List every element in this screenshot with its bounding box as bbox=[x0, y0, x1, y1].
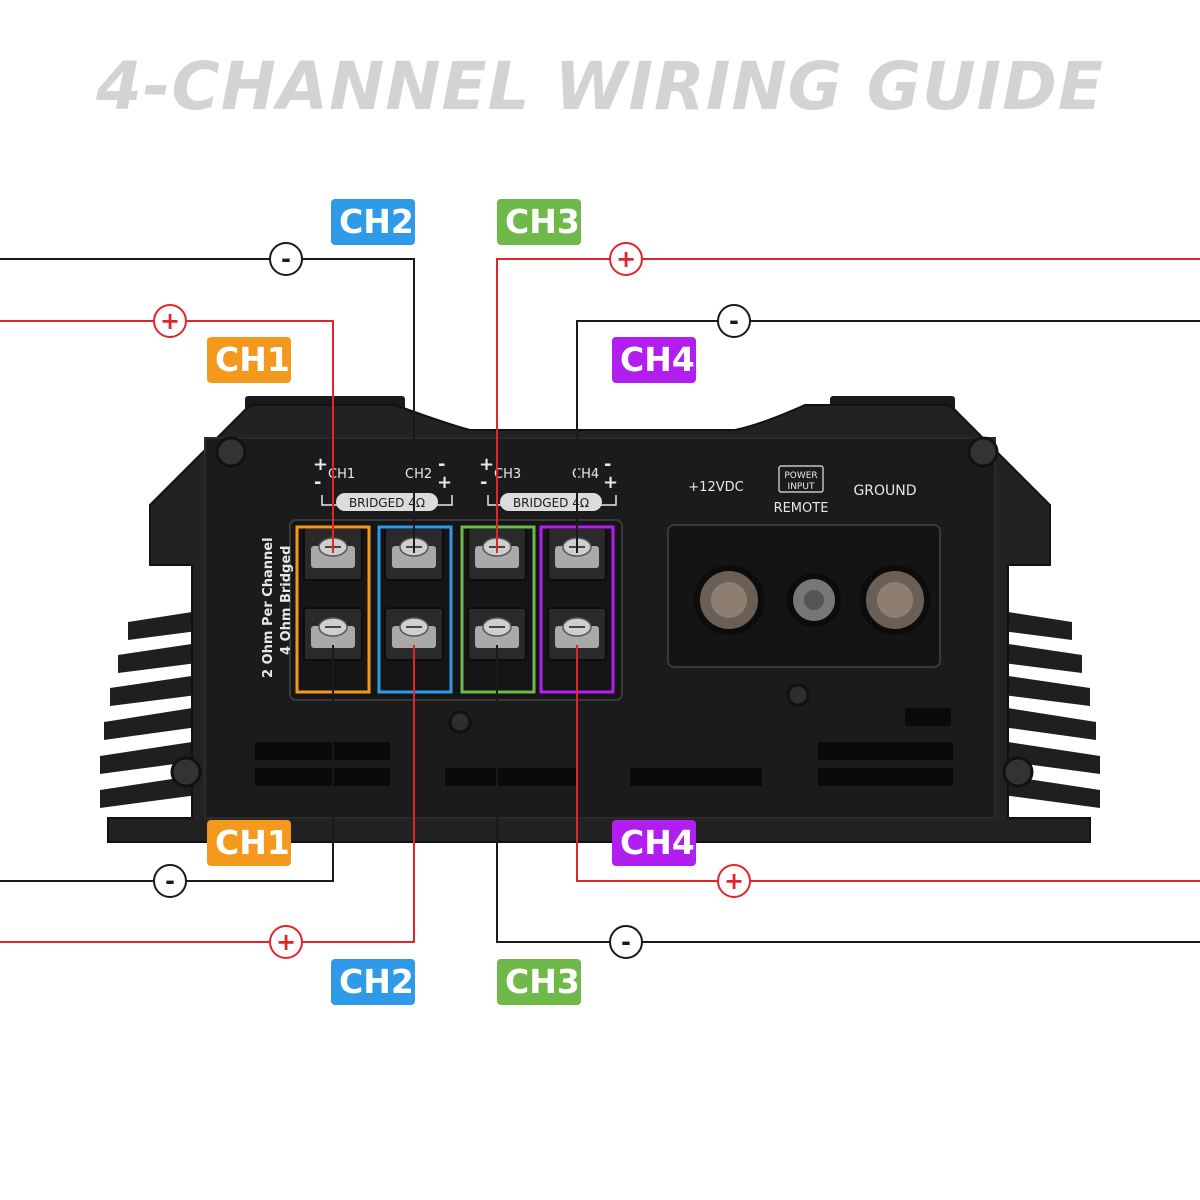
polarity-markers: -++--++- bbox=[153, 242, 751, 959]
marker-symbol: + bbox=[724, 867, 744, 895]
speaker-terminals bbox=[303, 527, 607, 661]
amp-minus-ch1: - bbox=[314, 472, 321, 493]
tag-ch4-bottom: CH4 bbox=[612, 820, 696, 866]
marker-circle bbox=[717, 304, 751, 338]
marker-ch2-positive: + bbox=[269, 925, 303, 959]
tag-ch4-top: CH4 bbox=[612, 337, 696, 383]
wire-ch4-positive bbox=[576, 645, 1200, 882]
marker-circle bbox=[717, 864, 751, 898]
marker-ch1-negative: - bbox=[153, 864, 187, 898]
marker-ch1-positive: + bbox=[153, 304, 187, 338]
wire-ch1-negative bbox=[0, 645, 334, 882]
terminal-ch3-top bbox=[467, 527, 527, 581]
wire-ch4-negative bbox=[576, 320, 1200, 553]
wire-ch2-negative bbox=[0, 258, 415, 553]
wire-ch3-negative bbox=[496, 645, 1200, 943]
amp-label-12vdc: +12VDC bbox=[688, 480, 743, 495]
marker-symbol: + bbox=[276, 928, 296, 956]
amp-minus-ch2: - bbox=[438, 454, 445, 475]
wire-ch1-positive bbox=[0, 320, 334, 553]
tag-ch1-top: CH1 bbox=[207, 337, 291, 383]
marker-ch3-negative: - bbox=[609, 925, 643, 959]
amp-impedance-line2: 4 Ohm Bridged bbox=[279, 546, 294, 655]
terminal-ch4-bottom bbox=[547, 607, 607, 661]
terminal-ch3-bottom bbox=[467, 607, 527, 661]
marker-symbol: - bbox=[165, 867, 175, 895]
amp-plus-ch2: + bbox=[437, 472, 452, 493]
amp-bridged-left: BRIDGED 4Ω bbox=[349, 496, 425, 510]
right-heatsink-fins bbox=[995, 610, 1100, 808]
marker-ch4-negative: - bbox=[717, 304, 751, 338]
amp-label-ch3: CH3 bbox=[494, 467, 521, 482]
terminal-ch2-bottom bbox=[384, 607, 444, 661]
amp-minus-ch4: - bbox=[604, 454, 611, 475]
marker-symbol: + bbox=[160, 307, 180, 335]
amp-impedance-line1: 2 Ohm Per Channel bbox=[261, 537, 276, 678]
marker-circle bbox=[153, 304, 187, 338]
speaker-wires bbox=[0, 258, 1200, 943]
amp-plus-ch1: + bbox=[313, 454, 328, 475]
amp-plus-ch4: + bbox=[603, 472, 618, 493]
vent-slots bbox=[255, 708, 953, 786]
marker-symbol: - bbox=[729, 307, 739, 335]
amp-label-ch4: CH4 bbox=[572, 467, 599, 482]
terminal-ch4-top bbox=[547, 527, 607, 581]
marker-symbol: - bbox=[621, 928, 631, 956]
amp-label-input: INPUT bbox=[788, 482, 815, 492]
tag-ch2-bottom: CH2 bbox=[331, 959, 415, 1005]
amp-bridged-right: BRIDGED 4Ω bbox=[513, 496, 589, 510]
marker-circle bbox=[269, 925, 303, 959]
amp-minus-ch3: - bbox=[480, 472, 487, 493]
amp-label-remote: REMOTE bbox=[774, 501, 829, 516]
tag-ch1-bottom: CH1 bbox=[207, 820, 291, 866]
amp-label-ground: GROUND bbox=[853, 483, 916, 499]
speaker-terminal-block bbox=[289, 519, 623, 701]
marker-circle bbox=[269, 242, 303, 276]
amp-plus-ch3: + bbox=[479, 454, 494, 475]
terminal-ch1-bottom bbox=[303, 607, 363, 661]
marker-circle bbox=[609, 242, 643, 276]
wire-ch3-positive bbox=[496, 258, 1200, 553]
marker-circle bbox=[153, 864, 187, 898]
marker-ch3-positive: + bbox=[609, 242, 643, 276]
tag-ch3-bottom: CH3 bbox=[497, 959, 581, 1005]
marker-symbol: - bbox=[281, 245, 291, 273]
tag-ch3-top: CH3 bbox=[497, 199, 581, 245]
chassis-screws bbox=[170, 436, 1034, 788]
marker-circle bbox=[609, 925, 643, 959]
tag-ch2-top: CH2 bbox=[331, 199, 415, 245]
marker-symbol: + bbox=[616, 245, 636, 273]
marker-ch2-negative: - bbox=[269, 242, 303, 276]
amp-label-power: POWER bbox=[784, 471, 817, 481]
amp-label-ch2: CH2 bbox=[405, 467, 432, 482]
page-title: 4-CHANNEL WIRING GUIDE bbox=[96, 48, 1104, 125]
terminal-ch1-top bbox=[303, 527, 363, 581]
wire-ch2-positive bbox=[0, 645, 415, 943]
power-terminals bbox=[694, 565, 930, 635]
marker-ch4-positive: + bbox=[717, 864, 751, 898]
amp-label-ch1: CH1 bbox=[328, 467, 355, 482]
